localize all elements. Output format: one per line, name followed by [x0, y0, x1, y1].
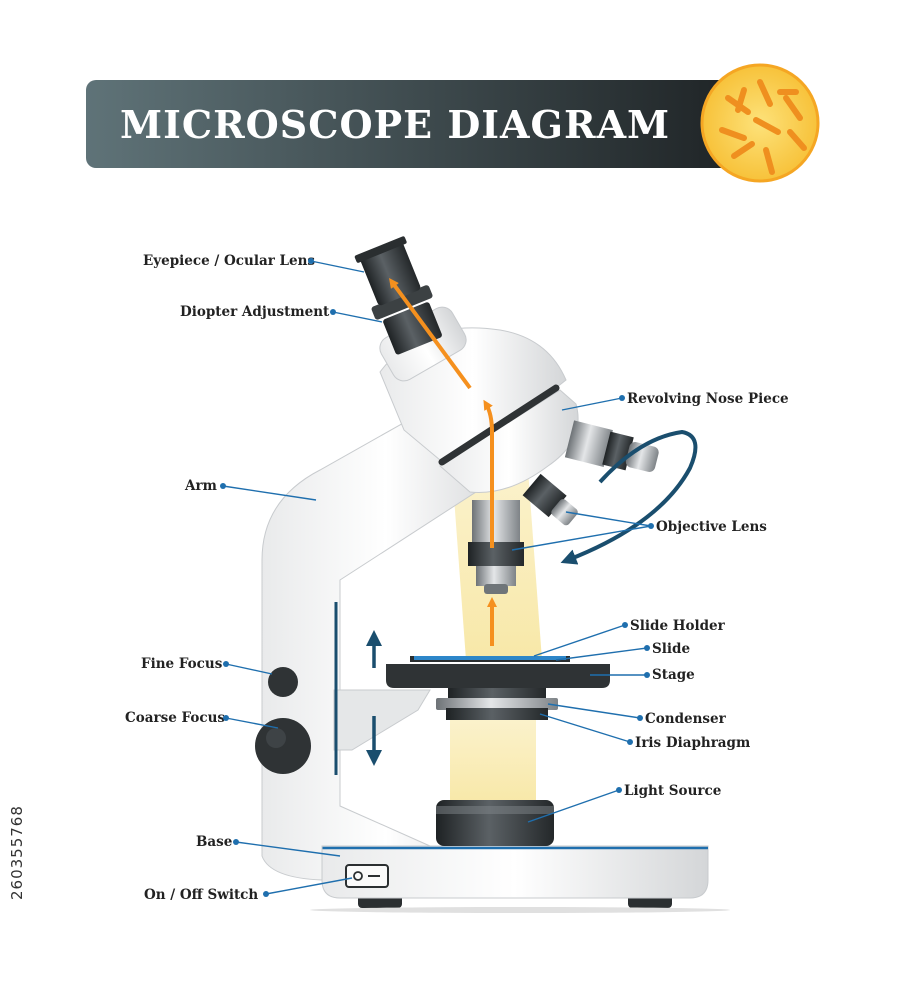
label-base: Base	[196, 834, 341, 857]
light-beam-lower	[450, 718, 536, 804]
svg-text:Coarse Focus: Coarse Focus	[125, 710, 225, 726]
svg-text:Eyepiece / Ocular Lens: Eyepiece / Ocular Lens	[143, 253, 315, 269]
label-condenser: Condenser	[547, 703, 727, 727]
label-coarse-focus: Coarse Focus	[125, 710, 279, 729]
svg-text:Condenser: Condenser	[645, 711, 727, 727]
microscope-base	[310, 845, 730, 913]
svg-text:Light Source: Light Source	[624, 783, 721, 799]
svg-text:Revolving Nose Piece: Revolving Nose Piece	[627, 391, 789, 407]
svg-text:Base: Base	[196, 834, 232, 850]
label-switch: On / Off Switch	[144, 877, 353, 903]
svg-text:Slide Holder: Slide Holder	[630, 618, 726, 634]
title-banner: MICROSCOPE DIAGRAM	[86, 80, 736, 168]
label-fine-focus: Fine Focus	[141, 656, 273, 675]
light-path-arrow	[389, 277, 497, 646]
svg-text:Diopter Adjustment: Diopter Adjustment	[180, 304, 330, 320]
condenser	[436, 688, 558, 720]
label-iris: Iris Diaphragm	[539, 713, 750, 751]
svg-text:Fine Focus: Fine Focus	[141, 656, 223, 672]
label-slide-holder: Slide Holder	[533, 618, 726, 657]
objective-lens-right	[564, 420, 659, 472]
bacteria-sample-icon	[700, 63, 820, 183]
stage	[386, 656, 610, 688]
stock-id: 260355768	[8, 805, 26, 900]
svg-text:Slide: Slide	[652, 641, 690, 657]
label-diopter: Diopter Adjustment	[180, 304, 383, 323]
eyepiece	[354, 236, 442, 355]
label-stage: Stage	[590, 667, 695, 683]
fine-focus-knob[interactable]	[268, 667, 298, 697]
power-switch[interactable]	[345, 864, 389, 888]
label-light-source: Light Source	[527, 783, 721, 823]
page-title: MICROSCOPE DIAGRAM	[120, 102, 670, 147]
slide	[414, 656, 566, 660]
objective-lens-side	[522, 473, 578, 526]
label-eyepiece: Eyepiece / Ocular Lens	[143, 253, 365, 273]
coarse-focus-knob[interactable]	[255, 718, 311, 774]
label-slide: Slide	[555, 641, 690, 661]
svg-text:Arm: Arm	[184, 478, 217, 494]
svg-text:Iris Diaphragm: Iris Diaphragm	[635, 735, 750, 751]
label-nose-piece: Revolving Nose Piece	[561, 391, 789, 411]
objective-lens-main	[468, 500, 524, 594]
svg-text:Objective Lens: Objective Lens	[656, 519, 767, 535]
svg-text:On / Off Switch: On / Off Switch	[144, 887, 258, 903]
label-objective: Objective Lens	[511, 511, 767, 551]
label-arm: Arm	[184, 478, 317, 501]
light-source	[436, 800, 554, 846]
svg-text:Stage: Stage	[652, 667, 695, 683]
rotation-arrow	[560, 429, 698, 565]
